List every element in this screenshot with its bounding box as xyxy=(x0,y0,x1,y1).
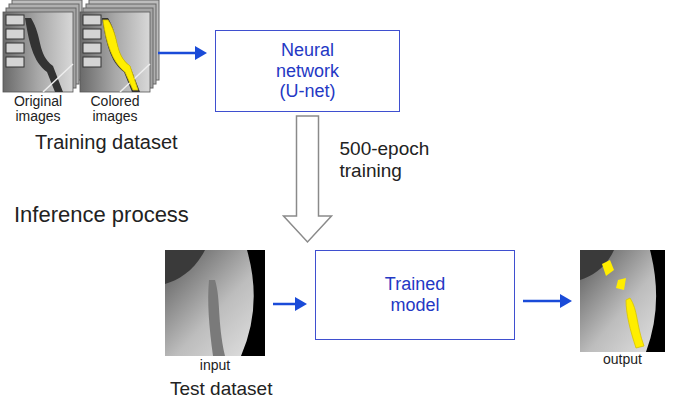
arrow-shaft xyxy=(158,52,197,55)
throat-shadow xyxy=(208,280,225,356)
edge-label: 500-epoch training xyxy=(338,138,452,182)
section-label: Test dataset xyxy=(170,379,272,400)
process-box: Neural network (U-net) xyxy=(215,30,400,112)
image-figure: input xyxy=(165,250,265,373)
image-caption: Colored images xyxy=(80,94,150,125)
colored-image-stack xyxy=(80,0,159,92)
yellow-mask xyxy=(602,260,614,276)
section-label: Inference process xyxy=(14,203,189,227)
section-label: Training dataset xyxy=(35,131,178,153)
yellow-mask xyxy=(103,20,138,90)
xray-image xyxy=(165,250,265,356)
arrow-head xyxy=(560,294,572,308)
xray-image xyxy=(80,12,150,92)
arrow-head xyxy=(195,46,207,60)
arrow-shaft xyxy=(273,303,297,306)
image-figure: output xyxy=(580,250,665,367)
field-edge xyxy=(241,250,265,356)
process-box: Trained model xyxy=(315,250,515,340)
arrow-shaft xyxy=(523,300,562,303)
image-figure: Original images xyxy=(3,12,73,125)
image-caption: Original images xyxy=(3,94,73,125)
box-label: Neural network (U-net) xyxy=(262,40,354,102)
yellow-mask xyxy=(616,278,626,290)
dark-region xyxy=(580,250,614,280)
field-edge xyxy=(646,250,665,352)
connector-arrow xyxy=(523,294,572,308)
box-label: Trained model xyxy=(369,274,461,315)
image-caption: input xyxy=(165,358,265,373)
arrow-head xyxy=(295,297,307,311)
image-caption: output xyxy=(580,352,665,367)
connector-arrow xyxy=(284,116,332,242)
connector-arrow xyxy=(273,297,307,311)
connector-arrow xyxy=(158,46,207,60)
input-image xyxy=(165,250,265,356)
original-image-stack xyxy=(3,0,82,92)
output-image xyxy=(580,250,665,352)
xray-image xyxy=(3,12,73,92)
dark-region xyxy=(165,250,205,284)
xray-image xyxy=(580,250,665,352)
block-arrow xyxy=(284,116,332,242)
image-figure: Colored images xyxy=(80,12,150,125)
yellow-mask xyxy=(626,298,644,348)
